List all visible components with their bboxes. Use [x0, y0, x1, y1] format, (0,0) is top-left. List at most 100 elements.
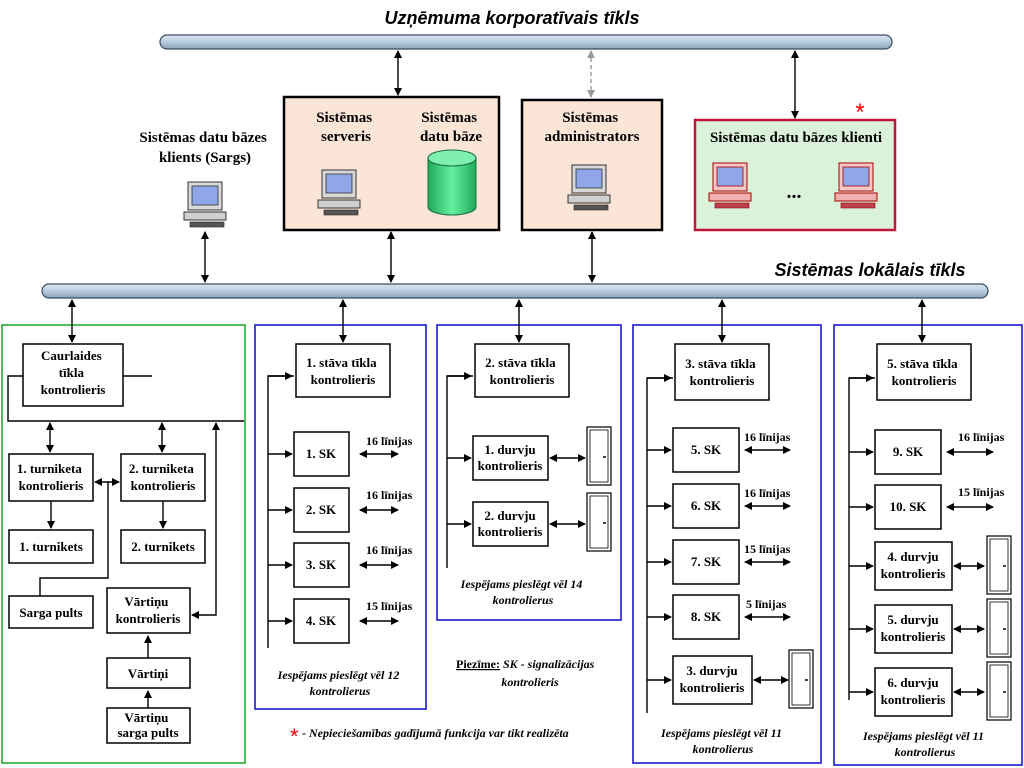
svg-text:5. stāva tīkla kontrolieri: 5. stāva tīkla kontrolieris: [887, 356, 961, 388]
sk-item: 2. SK 16 līnijas: [268, 487, 413, 533]
floor2-ctrl-label-2: kontrolieris: [490, 372, 555, 387]
door-ctrl-label: kontrolieris: [478, 458, 543, 473]
database-label-2: datu bāze: [420, 129, 482, 145]
door-ctrl-label: 3. durvju: [686, 663, 737, 678]
group5-sk-list: 9. SK 16 līnijas 10. SK 15 līnijas: [849, 429, 1005, 530]
gate-ctrl-box: [106, 587, 191, 634]
pass-controller-box: [22, 343, 124, 407]
db-client-1-computer-icon: [708, 162, 752, 209]
group2-note-1: Iespējams pieslēgt vēl 12: [277, 668, 400, 682]
sk-label: 2. SK: [306, 502, 337, 517]
sk-item: 10. SK 15 līnijas: [849, 484, 1005, 530]
turnstile-ctrl-1-label-2: kontrolieris: [19, 478, 84, 493]
turnstile-1-label: 1. turnikets: [19, 539, 83, 554]
guard-console-box: [8, 595, 94, 629]
group5-note-1: Iespējams pieslēgt vēl 11: [862, 729, 984, 743]
server-computer-icon: [317, 169, 361, 216]
svg-text:2. turniketa kontrolieris: 2. turniketa kontrolieris: [129, 461, 197, 493]
group2-sk-list: 1. SK 16 līnijas 2. SK 16 līnijas 3. SK …: [268, 431, 413, 644]
guard-console-link: [39, 482, 109, 596]
floor3-ctrl-label-1: 3. stāva tīkla: [685, 356, 756, 371]
db-clients-label: Sistēmas datu bāzes klienti: [710, 130, 882, 146]
floor2-ctrl-box: [474, 343, 570, 398]
svg-text:Vārtiņu sarga pults: Vārtiņu sarga pults: [117, 710, 178, 740]
corporate-network-title: Uzņēmuma korporatīvais tīkls: [384, 8, 639, 28]
door-ctrl-label: 6. durvju: [887, 675, 938, 690]
door-ctrl-label: 1. durvju: [484, 442, 535, 457]
sargs-client-label-1: Sistēmas datu bāzes: [139, 130, 267, 146]
turnstile-1-box: [8, 529, 94, 564]
group4-note-1: Iespējams pieslēgt vēl 11: [660, 726, 782, 740]
sk-label: 8. SK: [691, 609, 722, 624]
svg-text:1. stāva tīkla kontrolieri: 1. stāva tīkla kontrolieris: [306, 355, 380, 387]
sk-lines: 16 līnijas: [744, 430, 791, 444]
door-icon: [586, 426, 612, 486]
svg-text:Sistēmas serveris: Sistēmas serveris: [316, 110, 376, 145]
door-ctrl-label: kontrolieris: [680, 680, 745, 695]
group2-note-2: kontrolierus: [310, 684, 371, 698]
gate-box: [106, 657, 191, 689]
sk-label: 6. SK: [691, 498, 722, 513]
db-client-2-computer-icon: [834, 162, 878, 209]
sk-item: 5. SK 16 līnijas: [647, 427, 791, 473]
footnote-text: - Nepieciešamības gadījumā funkcija var …: [302, 726, 569, 740]
sk-label: 5. SK: [691, 442, 722, 457]
door-icon: [586, 492, 612, 552]
db-clients-ellipsis: ...: [787, 181, 802, 203]
turnstile-2-box: [120, 529, 206, 564]
floor5-ctrl-label-2: kontrolieris: [892, 373, 957, 388]
sk-label: 7. SK: [691, 554, 722, 569]
gate-ctrl-link: [191, 422, 220, 619]
door-controller-item: 3. durvju kontrolieris: [647, 649, 814, 709]
sargs-computer-icon: [183, 181, 227, 228]
admin-label-1: Sistēmas: [562, 110, 618, 126]
svg-text:Iespējams pieslēgt vēl 11: Iespējams pieslēgt vēl 11 kontrolierus: [862, 729, 987, 759]
svg-text:Piezīme: SK - signalizācijas: Piezīme: SK - signalizācijas: [456, 657, 595, 671]
group4-note-2: kontrolierus: [693, 742, 754, 756]
sk-item: 7. SK 15 līnijas: [647, 539, 791, 585]
local-network-bus: [41, 283, 989, 299]
local-network-title: Sistēmas lokālais tīkls: [774, 260, 965, 280]
sk-label: 1. SK: [306, 446, 337, 461]
door-icon: [986, 661, 1012, 721]
turnstile-ctrl-1-label-1: 1. turniketa: [17, 461, 83, 476]
sk-lines: 15 līnijas: [744, 542, 791, 556]
admin-label-2: administrators: [545, 129, 640, 145]
sk-lines: 16 līnijas: [366, 434, 413, 448]
sk-lines: 16 līnijas: [744, 486, 791, 500]
gate-guard-console-box: [106, 707, 191, 744]
turnstile-ctrl-1-box: [8, 453, 94, 502]
gate-label: Vārtiņi: [128, 666, 169, 682]
door-ctrl-3-box: [672, 655, 753, 705]
sk-lines: 15 līnijas: [958, 485, 1005, 499]
turnstile-ctrl-2-label-1: 2. turniketa: [129, 461, 195, 476]
svg-text:Iespējams pieslēgt vēl 11: Iespējams pieslēgt vēl 11 kontrolierus: [660, 726, 785, 756]
sk-label: 4. SK: [306, 613, 337, 628]
sk-label: 10. SK: [890, 499, 928, 514]
pass-controller-label-2: tīkla: [59, 365, 85, 380]
gate-ctrl-label-1: Vārtiņu: [124, 594, 168, 610]
svg-text:Caurlaides tīkla kontr: Caurlaides tīkla kontrolieris: [41, 348, 106, 397]
svg-text:Vārtiņu kontrolieris: Vārtiņu kontrolieris: [116, 594, 181, 626]
turnstile-ctrl-2-box: [120, 453, 206, 502]
svg-text:Iespējams pieslēgt vēl 12: Iespējams pieslēgt vēl 12 kontrolierus: [277, 668, 403, 698]
floor5-ctrl-label-1: 5. stāva tīkla: [887, 356, 958, 371]
group3-note-2: kontrolierus: [493, 593, 554, 607]
footnote-asterisk: *: [290, 724, 299, 749]
group5-frame: [833, 324, 1023, 766]
svg-text:Sistēmas administrators: Sistēmas administrators: [545, 110, 640, 145]
door-ctrl-label: 5. durvju: [887, 612, 938, 627]
door-icon: [986, 598, 1012, 658]
floor1-ctrl-label-2: kontrolieris: [311, 372, 376, 387]
door-ctrl-label: 4. durvju: [887, 549, 938, 564]
optional-asterisk: *: [855, 99, 864, 126]
